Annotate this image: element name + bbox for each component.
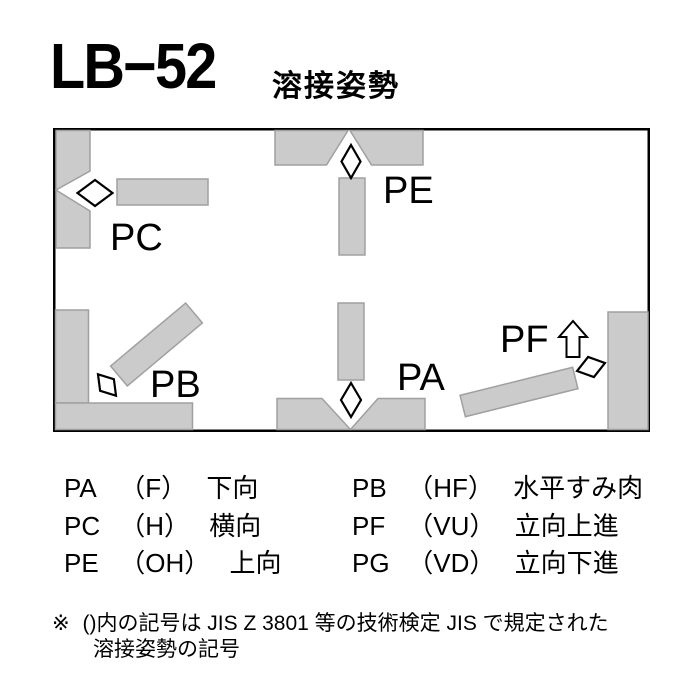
jis-code: （OH）	[119, 548, 211, 578]
pb-vertical-plate	[54, 309, 90, 404]
footnote: ※ ()内の記号は JIS Z 3801 等の技術検定 JIS で規定された 溶…	[52, 611, 609, 663]
pf-vertical-plate	[607, 311, 649, 431]
position-code: PA	[64, 473, 97, 503]
welding-positions-diagram: PC PE PB PA	[53, 128, 650, 432]
legend-item-pb: PB （HF） 水平すみ肉	[352, 470, 643, 508]
position-name: 水平すみ肉	[513, 473, 644, 503]
jis-code: （VD）	[407, 548, 496, 578]
position-code: PF	[352, 510, 386, 541]
position-code: PB	[352, 473, 387, 503]
jis-code: （HF）	[407, 473, 494, 503]
position-group-pe: PE	[274, 129, 434, 256]
position-label-pf: PF	[500, 319, 549, 361]
pf-weld-diamond-icon	[575, 355, 607, 379]
position-group-pf: PF	[459, 311, 649, 431]
position-group-pc: PC	[54, 129, 209, 259]
position-name: 立向上進	[514, 510, 619, 541]
position-label-pe: PE	[383, 170, 434, 212]
reference-mark: ※	[52, 612, 70, 635]
pc-electrode-bar	[116, 178, 209, 206]
position-label-pc: PC	[110, 217, 163, 259]
jis-code: （VU）	[407, 510, 496, 541]
jis-code: （F）	[119, 473, 188, 503]
pe-ceiling-plate-left	[274, 129, 350, 166]
page-subtitle: 溶接姿勢	[272, 70, 400, 103]
pc-weld-diamond-icon	[75, 178, 115, 208]
legend-item-pa: PA （F） 下向	[64, 470, 282, 508]
legend-column-left: PA （F） 下向 PC （H） 横向 PE （OH） 上向	[64, 470, 282, 583]
position-code: PE	[64, 548, 99, 578]
pa-electrode-bar	[337, 302, 365, 381]
position-name: 横向	[209, 510, 262, 541]
position-name: 立向下進	[514, 548, 619, 578]
position-name: 下向	[206, 473, 259, 503]
footnote-line2: 溶接姿勢の記号	[93, 638, 240, 661]
legend-item-pg: PG （VD） 立向下進	[352, 545, 643, 583]
footnote-text: ()内の記号は JIS Z 3801 等の技術検定 JIS で規定された	[82, 612, 609, 635]
pe-ceiling-plate-right	[348, 129, 424, 166]
legend-item-pf: PF （VU） 立向上進	[352, 508, 643, 546]
pc-vertical-plate	[54, 129, 91, 249]
position-group-pa: PA	[276, 302, 446, 431]
position-label-pb: PB	[150, 364, 201, 406]
position-code: PC	[64, 510, 101, 541]
product-title: LB−52	[50, 30, 217, 102]
legend-item-pe: PE （OH） 上向	[64, 545, 282, 583]
pa-grooved-base-plate	[276, 397, 426, 431]
position-group-pb: PB	[54, 301, 204, 431]
pa-weld-diamond-icon	[339, 380, 363, 420]
jis-code: （H）	[119, 510, 191, 541]
pb-electrode-bar	[109, 301, 204, 388]
upward-direction-arrow-icon	[556, 319, 590, 358]
legend-item-pc: PC （H） 横向	[64, 508, 282, 546]
position-name: 上向	[229, 548, 282, 578]
position-label-pa: PA	[397, 357, 446, 399]
pb-base-plate	[54, 402, 194, 431]
position-code: PG	[352, 548, 390, 578]
pb-weld-diamond-icon	[96, 372, 118, 398]
legend-column-right: PB （HF） 水平すみ肉 PF （VU） 立向上進 PG （VD） 立向下進	[352, 470, 643, 583]
pe-electrode-bar	[338, 177, 366, 256]
pf-electrode-bar	[459, 366, 579, 418]
footnote-line1: ※ ()内の記号は JIS Z 3801 等の技術検定 JIS で規定された	[52, 611, 609, 637]
pe-weld-diamond-icon	[340, 142, 362, 181]
